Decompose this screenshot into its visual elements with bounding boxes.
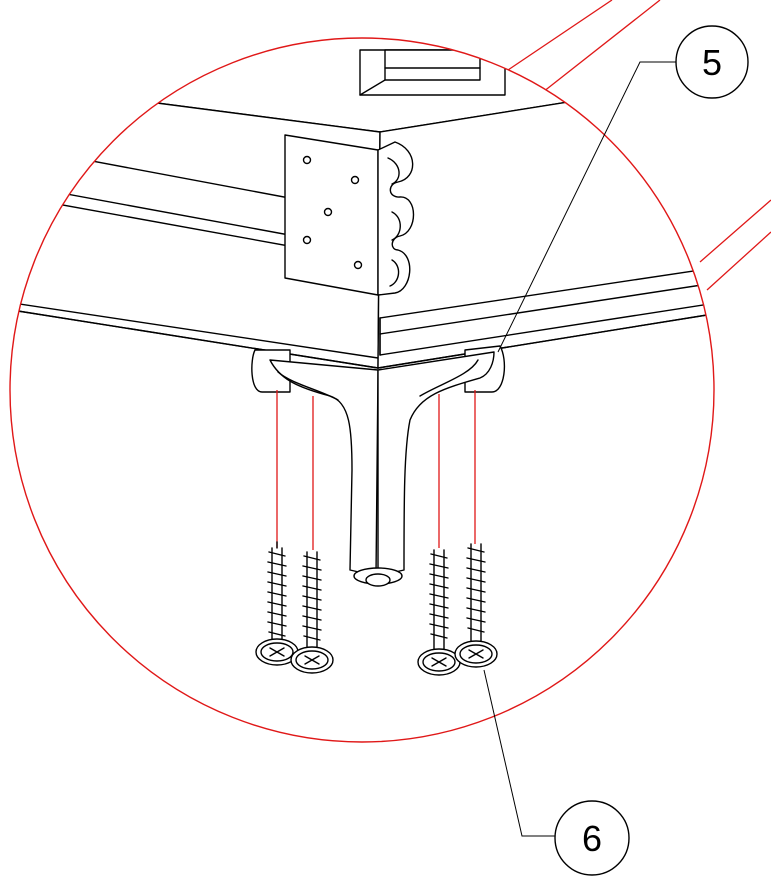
leader-line-5: [497, 61, 676, 353]
screw: [255, 541, 299, 666]
bracket-hole: [323, 207, 333, 217]
bracket-hole: [302, 235, 312, 245]
slot-block: [359, 49, 506, 96]
callout-6-bubble: [554, 800, 630, 876]
callout-6: 6: [483, 669, 630, 876]
corner-bracket: [284, 134, 415, 296]
callout-5: 5: [497, 25, 749, 353]
callout-6-number: 6: [582, 818, 602, 859]
detail-view: [10, 38, 714, 676]
bracket-hole: [350, 175, 360, 185]
screw: [417, 549, 461, 676]
detail-leader-lines: [504, 0, 771, 291]
screw: [454, 543, 498, 668]
bracket-hole: [302, 155, 312, 165]
callout-5-number: 5: [702, 42, 722, 83]
bracket-hole: [353, 260, 363, 270]
leader-line-6: [483, 669, 555, 837]
bed-leg: [269, 351, 495, 587]
right-side-rail: [379, 254, 714, 356]
screw: [290, 551, 334, 674]
screw-guide-lines: [276, 390, 476, 550]
callout-5-bubble: [675, 25, 749, 99]
detail-circle: [9, 37, 715, 743]
